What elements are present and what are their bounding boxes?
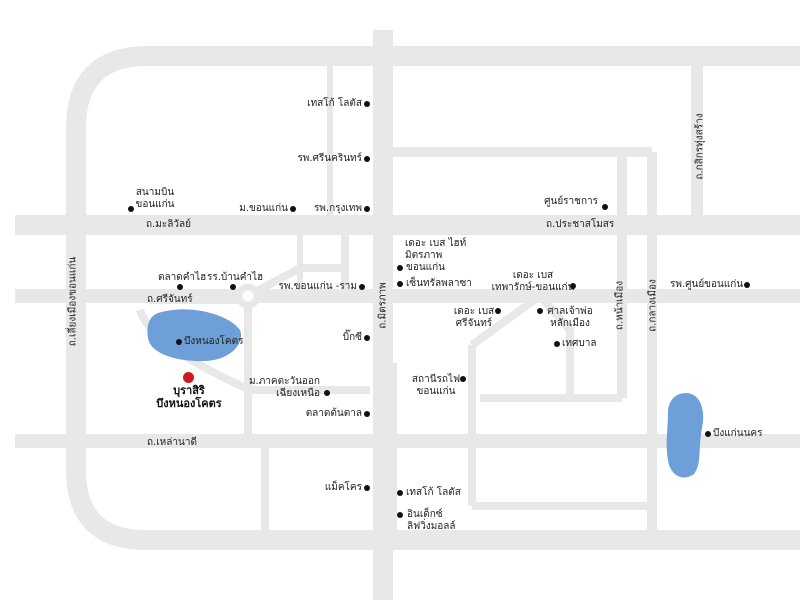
road-label-kasikonthungsang: ถ.กสิกรทุ่งสร้าง [694, 113, 706, 180]
road-diag-shrine [537, 293, 574, 398]
place-marker-khonkaen-ram [359, 284, 365, 290]
place-label-ne-univ-1: ม.ภาคตะวันออก [248, 376, 320, 387]
place-marker-talad-khamhai [177, 284, 183, 290]
place-marker-bangkok-hosp [364, 206, 370, 212]
place-label-index: อินเด็กซ์ ลิฟวิ่งมอลล์ [407, 509, 456, 533]
place-label-train: สถานีรถไฟ ขอนแก่น [408, 374, 464, 398]
place-marker-index [397, 512, 403, 518]
road-label-liengmuang: ถ.เลี่ยงเมืองขอนแก่น [67, 256, 79, 347]
place-marker-makro [364, 485, 370, 491]
place-marker-ne-univ [324, 390, 330, 396]
road-label-laonadee: ถ.เหล่านาดี [147, 437, 197, 448]
place-label-shrine-1: ศาลเจ้าพ่อ [547, 306, 593, 317]
place-marker-thebase-height [397, 265, 403, 271]
place-label-bangkok-hosp: รพ.กรุงเทพ [313, 203, 362, 214]
place-marker-tesco-bottom [397, 490, 403, 496]
place-marker-kku [290, 206, 296, 212]
hotel-label: บุราสิริ บึงหนองโคตร [150, 384, 228, 410]
lake-kaennakhon-shape [666, 393, 704, 478]
place-marker-airport [128, 206, 134, 212]
place-label-srinagarind: รพ.ศรีนครินทร์ [297, 153, 362, 164]
place-label-talad-khamhai: ตลาดคำไฮ [158, 272, 207, 283]
place-label-tesco-top: เทสโก้ โลตัส [307, 98, 362, 109]
place-label-school-khamhai: รร.บ้านคำไฮ [207, 272, 264, 283]
lake-nongkhot-shape [147, 309, 242, 362]
hotel-marker [183, 372, 194, 383]
place-label-thebase-height-2: มิตรภาพ [405, 250, 443, 261]
place-label-airport-2: ขอนแก่น [135, 199, 175, 210]
lake-label-kaennakhon: บึงแก่นนคร [713, 428, 763, 439]
place-marker-school-khamhai [230, 284, 236, 290]
road-label-namuang: ถ.หน้าเมือง [614, 280, 626, 331]
place-label-ne-univ-2: เฉียงเหนือ [276, 388, 320, 399]
place-label-index-2: ลิฟวิ่งมอลล์ [407, 521, 456, 532]
place-label-municipality: เทศบาล [562, 338, 597, 349]
place-label-thebase-thepharak-2: เทพารักษ์-ขอนแก่น [491, 282, 575, 293]
place-label-airport: สนามบิน ขอนแก่น [125, 187, 185, 211]
place-label-shrine: ศาลเจ้าพ่อ หลักเมือง [540, 306, 600, 330]
place-marker-thebase-thepharak [570, 283, 576, 289]
place-label-thebase-srichan-2: ศรีจันทร์ [455, 318, 493, 329]
lakes-group [147, 309, 704, 478]
place-marker-train [460, 376, 466, 382]
place-label-ne-univ: ม.ภาคตะวันออก เฉียงเหนือ [240, 376, 320, 400]
place-label-thebase-thepharak-1: เดอะ เบส [512, 270, 554, 281]
place-label-khonkaen-ram: รพ.ขอนแก่น -ราม [278, 281, 357, 292]
road-label-maliwan: ถ.มะลิวัลย์ [146, 219, 191, 230]
hotel-name-line2: บึงหนองโคตร [156, 397, 222, 410]
place-label-thebase-srichan-1: เดอะ เบส [453, 306, 495, 317]
place-label-thebase-thepharak: เดอะ เบส เทพารักษ์-ขอนแก่น [483, 270, 583, 294]
place-label-tesco-bottom: เทสโก้ โลตัส [406, 487, 461, 498]
place-label-train-1: สถานีรถไฟ [411, 374, 461, 385]
place-marker-tesco-top [364, 101, 370, 107]
place-marker-srinagarind [364, 156, 370, 162]
hotel-name-line1: บุราสิริ [173, 384, 205, 397]
place-label-thebase-height-1: เดอะ เบส ไฮท์ [405, 238, 467, 249]
place-label-train-2: ขอนแก่น [416, 386, 456, 397]
roads-group [15, 30, 800, 600]
place-label-govt-center: ศูนย์ราชการ [544, 196, 598, 207]
road-label-prachasamosorn: ถ.ประชาสโมสร [546, 219, 615, 230]
place-marker-khonkaen-center-hosp [744, 282, 750, 288]
lake-kaennakhon-marker [705, 431, 711, 437]
place-label-ton-tan: ตลาดต้นตาล [305, 408, 362, 419]
road-label-srichan: ถ.ศรีจันทร์ [147, 294, 193, 305]
road-label-mittraphap: ถ.มิตรภาพ [377, 282, 389, 329]
place-label-khonkaen-center-hosp: รพ.ศูนย์ขอนแก่น [670, 279, 744, 290]
place-label-thebase-height: เดอะ เบส ไฮท์ มิตรภาพ [405, 238, 466, 262]
place-label-bigc: บิ๊กซี [342, 332, 362, 343]
place-label-airport-1: สนามบิน [135, 187, 175, 198]
roundabout [235, 283, 261, 309]
place-marker-govt-center [602, 204, 608, 210]
lake-label-nongkhot: บึงหนองโคตร [184, 336, 244, 347]
place-label-kku: ม.ขอนแก่น [239, 203, 288, 214]
place-marker-bigc [364, 335, 370, 341]
place-label-makro: แม็คโคร [324, 482, 362, 493]
place-marker-municipality [554, 341, 560, 347]
place-label-central: เซ็นทรัลพลาซา [406, 278, 472, 289]
place-marker-thebase-srichan [495, 308, 501, 314]
lake-nongkhot-marker [176, 339, 182, 345]
place-marker-central [397, 281, 403, 287]
place-label-index-1: อินเด็กซ์ [407, 509, 443, 520]
place-marker-ton-tan [364, 411, 370, 417]
place-label-shrine-2: หลักเมือง [550, 318, 590, 329]
place-label-thebase-height-3: ขอนแก่น [406, 262, 446, 273]
road-label-klangmuang: ถ.กลางเมือง [647, 279, 659, 332]
place-marker-shrine [537, 308, 543, 314]
place-label-thebase-srichan: เดอะ เบส ศรีจันทร์ [446, 306, 502, 330]
